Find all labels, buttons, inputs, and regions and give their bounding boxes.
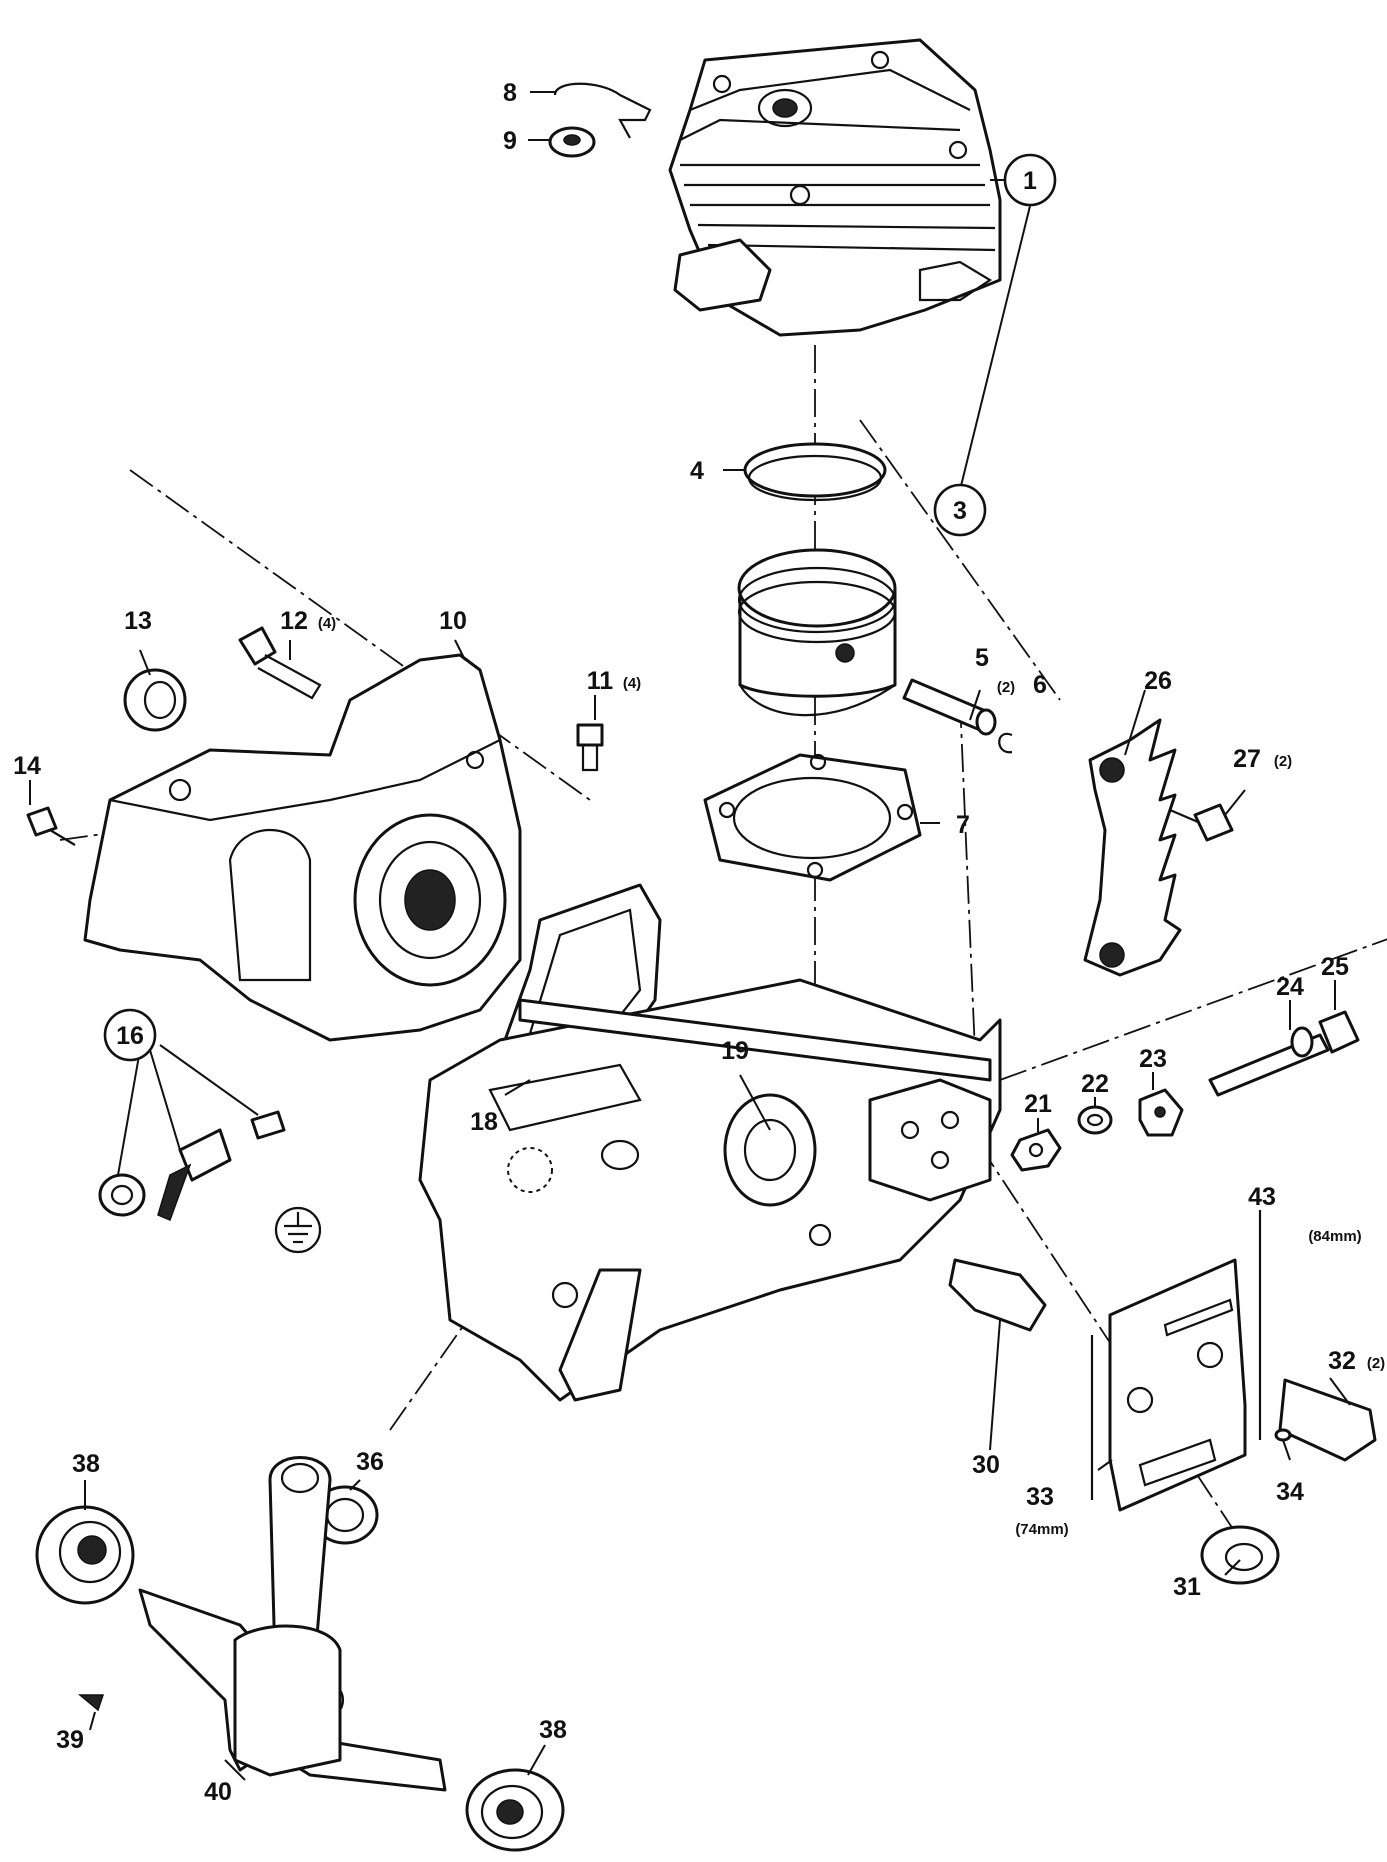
part-labels: 1 3 4 5 6 (2) 7 8 9 10 11 (4) 12 (4) 13 …: [13, 79, 1385, 1806]
cylinder-gasket: [703, 753, 922, 882]
screw-cylinder: [576, 723, 604, 772]
screw-14: [26, 806, 76, 846]
label-12: 12: [280, 607, 308, 635]
stud-32: [1278, 1378, 1377, 1462]
label-11: 11: [587, 667, 614, 695]
label-38-left: 38: [72, 1450, 100, 1478]
callout-circle-16: [103, 1008, 157, 1062]
label-21: 21: [1024, 1090, 1052, 1118]
label-9: 9: [503, 127, 517, 155]
tensioner-screw: [1208, 1010, 1360, 1097]
stud-30: [948, 1258, 1047, 1332]
label-38-right: 38: [539, 1716, 567, 1744]
qty-11: (4): [623, 675, 641, 692]
dim-43: (84mm): [1308, 1228, 1361, 1245]
label-36: 36: [356, 1448, 384, 1476]
callout-circle-3: [933, 483, 987, 537]
screw-27: [1169, 803, 1234, 842]
crankcase-half: [83, 653, 522, 1042]
label-40: 40: [204, 1778, 232, 1806]
label-6: 6: [1033, 671, 1047, 699]
label-13: 13: [124, 607, 152, 635]
label-18: 18: [470, 1108, 498, 1136]
callout-circle-1: [1003, 153, 1057, 207]
oil-seal-31: [1200, 1525, 1280, 1585]
bearing-38-right: [465, 1768, 565, 1852]
qty-12: (4): [318, 615, 336, 632]
label-16: 16: [116, 1022, 144, 1050]
label-23: 23: [1139, 1045, 1167, 1073]
bearing-38-left: [35, 1505, 135, 1605]
label-19: 19: [721, 1037, 749, 1065]
label-26: 26: [1144, 667, 1172, 695]
qty-32: (2): [1367, 1355, 1385, 1372]
label-27: 27: [1233, 745, 1261, 773]
label-33: 33: [1026, 1483, 1054, 1511]
circlip: [998, 732, 1013, 754]
woodruff-key: [77, 1694, 105, 1712]
qty-6: (2): [997, 679, 1015, 696]
label-7: 7: [956, 811, 970, 839]
crankshaft: [138, 1456, 447, 1792]
ground-symbol-dashed: [507, 1147, 553, 1193]
oil-seal-13: [123, 668, 187, 732]
cylinder: [668, 38, 1002, 337]
label-1: 1: [1023, 167, 1037, 195]
label-4: 4: [690, 457, 704, 485]
guide-plate: [1108, 1258, 1247, 1512]
ground-symbol: [274, 1206, 322, 1254]
spring-clip: [553, 82, 652, 139]
piston-pin: [902, 678, 997, 736]
dimension-lines: [1090, 1210, 1262, 1500]
tensioner-washer: [1077, 1105, 1113, 1135]
label-22: 22: [1081, 1070, 1109, 1098]
label-31: 31: [1173, 1573, 1201, 1601]
label-30: 30: [972, 1451, 1000, 1479]
qty-27: (2): [1274, 753, 1292, 770]
label-14: 14: [13, 752, 41, 780]
tensioner-nut: [1010, 1128, 1062, 1172]
piston: [737, 548, 897, 717]
pin-34: [1274, 1428, 1292, 1442]
label-10: 10: [439, 607, 467, 635]
label-34: 34: [1276, 1478, 1304, 1506]
label-3: 3: [953, 497, 967, 525]
piston-ring: [743, 442, 887, 502]
label-32: 32: [1328, 1347, 1356, 1375]
label-25: 25: [1321, 953, 1349, 981]
label-43: 43: [1248, 1183, 1276, 1211]
stop-switch: [98, 1110, 286, 1221]
tensioner-block: [1138, 1088, 1184, 1137]
bumper-spike: [1083, 718, 1182, 977]
rubber-grommet: [548, 126, 596, 158]
screw-crankcase: [238, 626, 322, 700]
label-24: 24: [1276, 973, 1304, 1001]
label-8: 8: [503, 79, 517, 107]
label-39: 39: [56, 1726, 84, 1754]
dim-33: (74mm): [1015, 1521, 1068, 1538]
label-5: 5: [975, 644, 989, 672]
main-housing: [418, 978, 1002, 1402]
